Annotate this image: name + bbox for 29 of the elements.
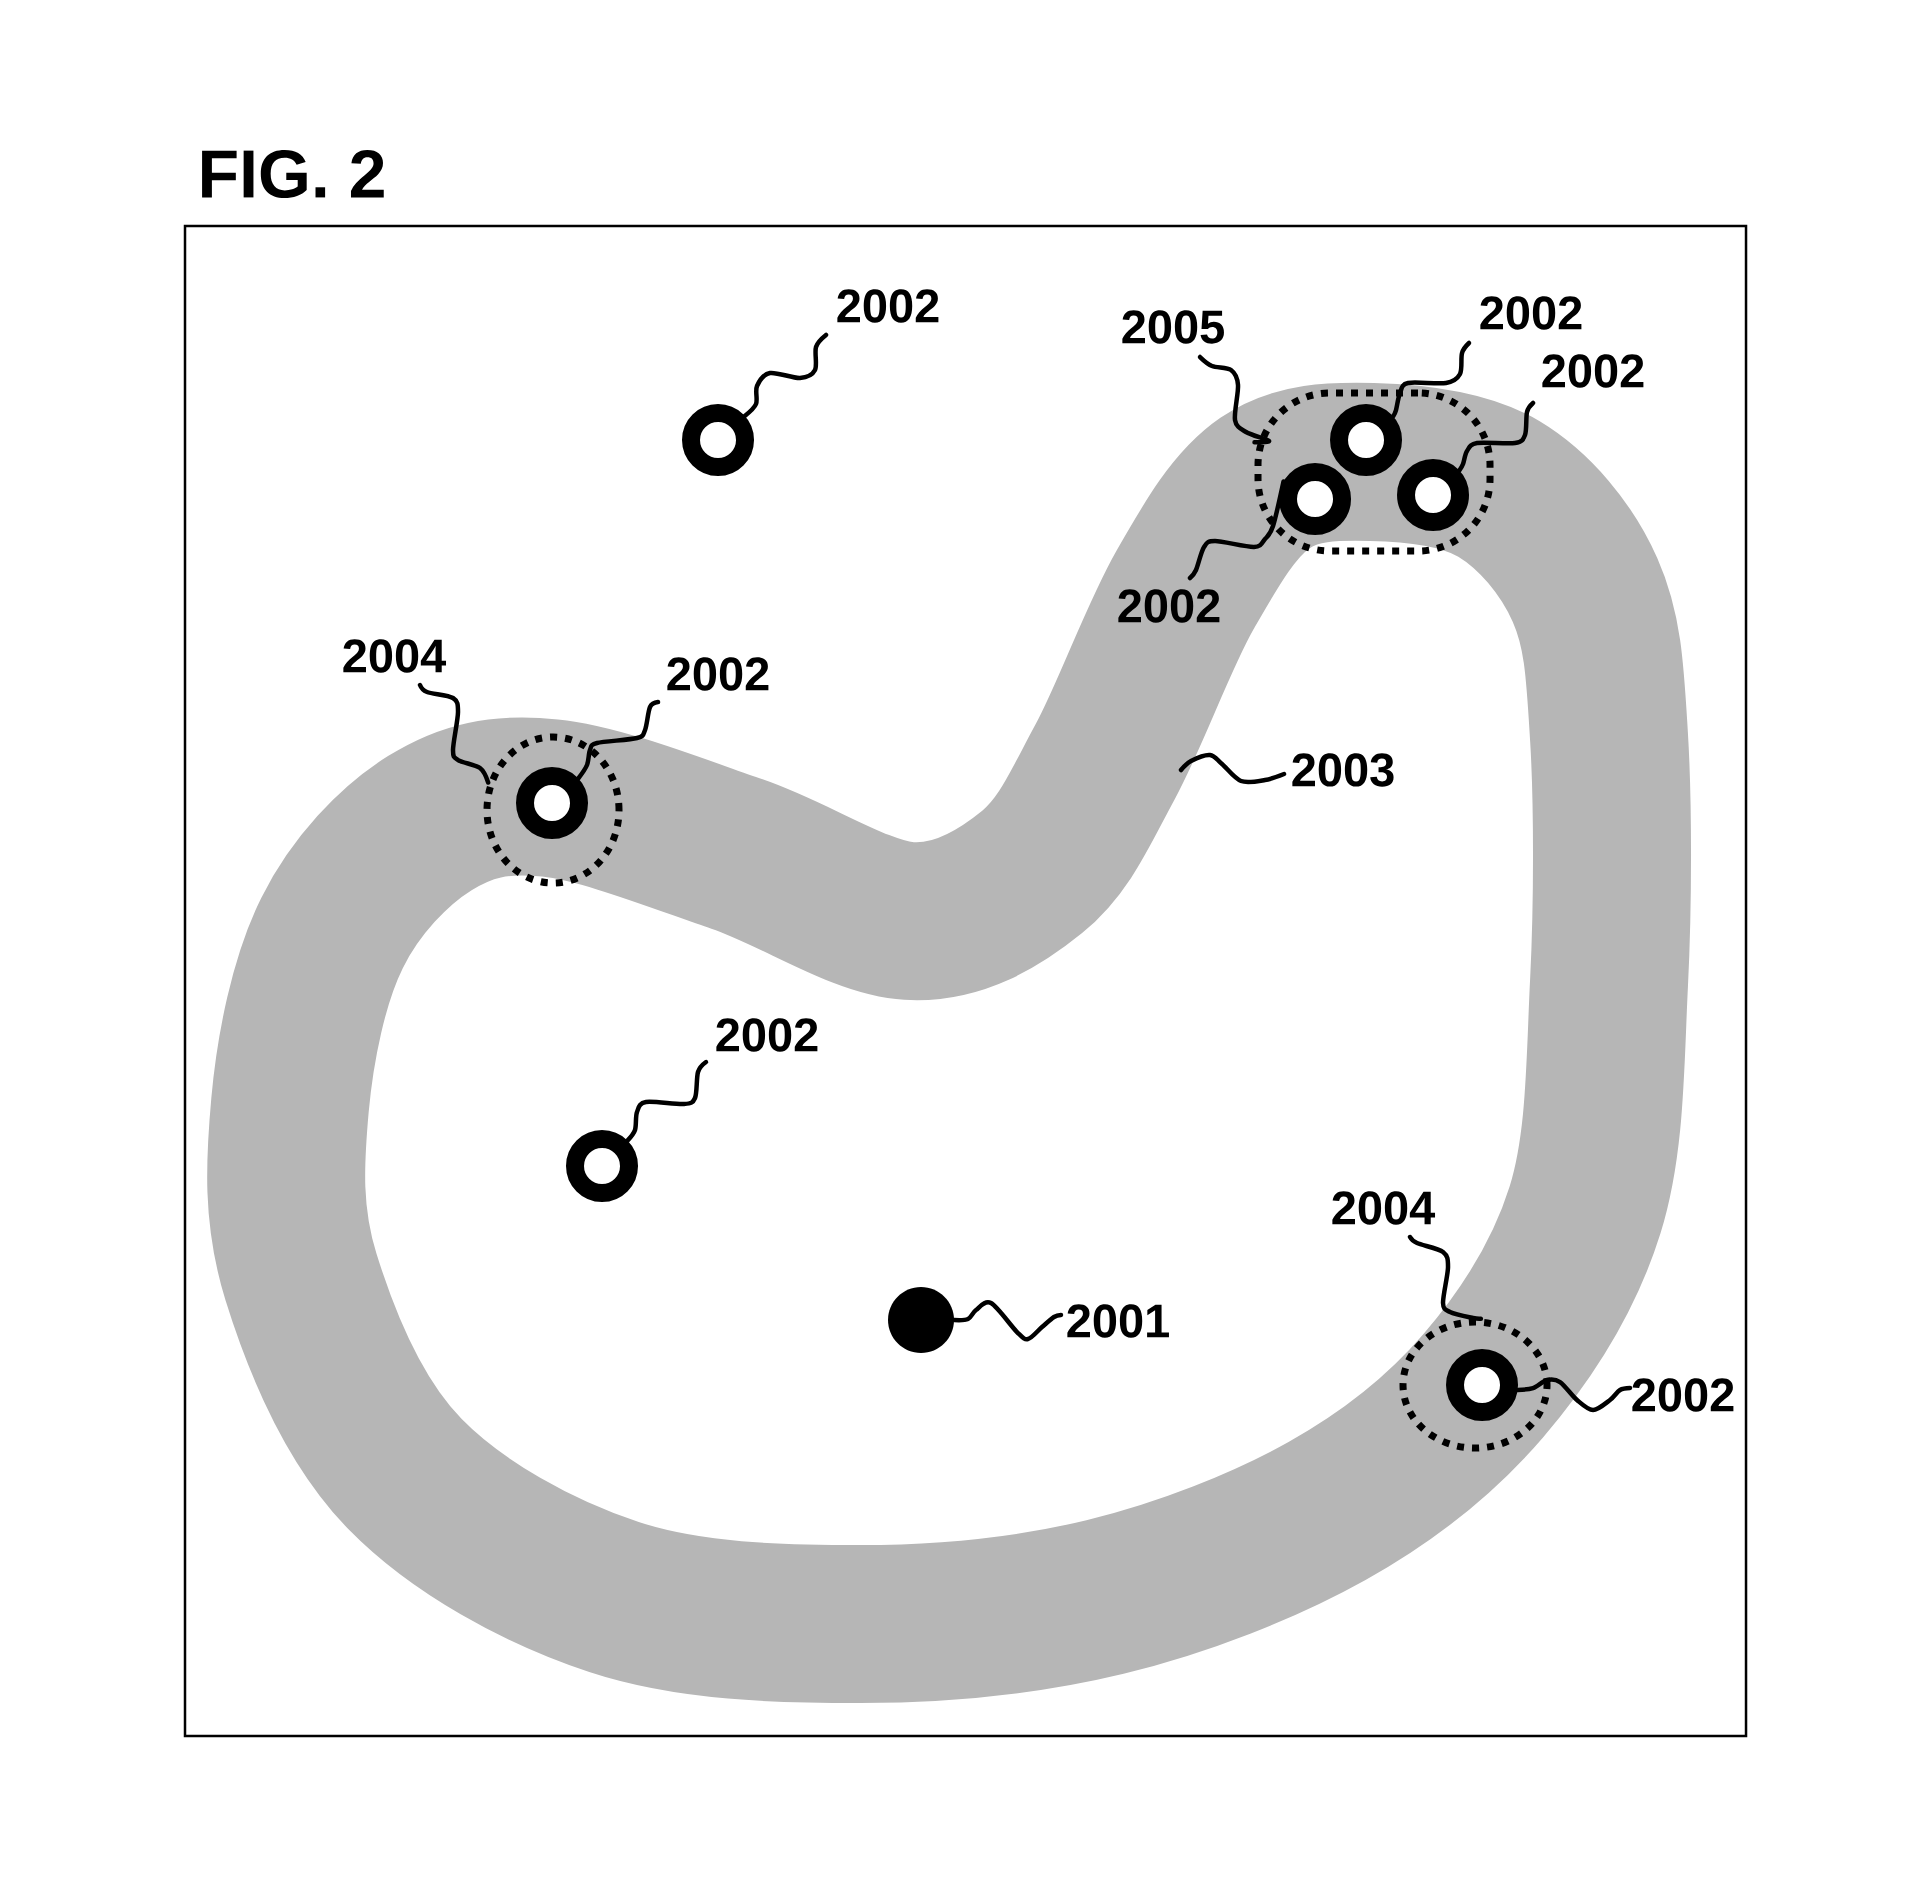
leader-line <box>1178 752 1287 785</box>
reference-numeral: 2002 <box>1632 1378 1734 1412</box>
dotted-circle <box>1399 1318 1551 1452</box>
leader-line <box>417 682 491 785</box>
ring <box>1446 1349 1518 1421</box>
leader-line <box>1390 340 1472 419</box>
leader-line <box>625 1059 709 1143</box>
leader-line <box>951 1299 1064 1342</box>
leader-line <box>1187 479 1286 581</box>
ring <box>1397 459 1469 531</box>
leader-line <box>576 699 661 781</box>
leader-line <box>742 332 829 419</box>
ring <box>1330 404 1402 476</box>
reference-numeral: 2002 <box>1480 296 1582 330</box>
reference-numeral: 2002 <box>1118 589 1220 623</box>
reference-numeral: 2002 <box>1542 354 1644 388</box>
reference-numeral: 2002 <box>837 289 939 323</box>
ring <box>516 767 588 839</box>
dotted-outline <box>1254 389 1494 555</box>
leader-line <box>1197 354 1272 445</box>
leader-line <box>1515 1377 1633 1413</box>
figure-title: FIG. 2 <box>202 149 384 199</box>
ring <box>682 404 754 476</box>
reference-numeral: 2002 <box>667 657 769 691</box>
ring <box>566 1130 638 1202</box>
reference-numeral: 2005 <box>1122 310 1224 344</box>
dotted-circle <box>483 733 623 887</box>
reference-numeral: 2004 <box>343 639 446 673</box>
ring <box>1279 463 1351 535</box>
